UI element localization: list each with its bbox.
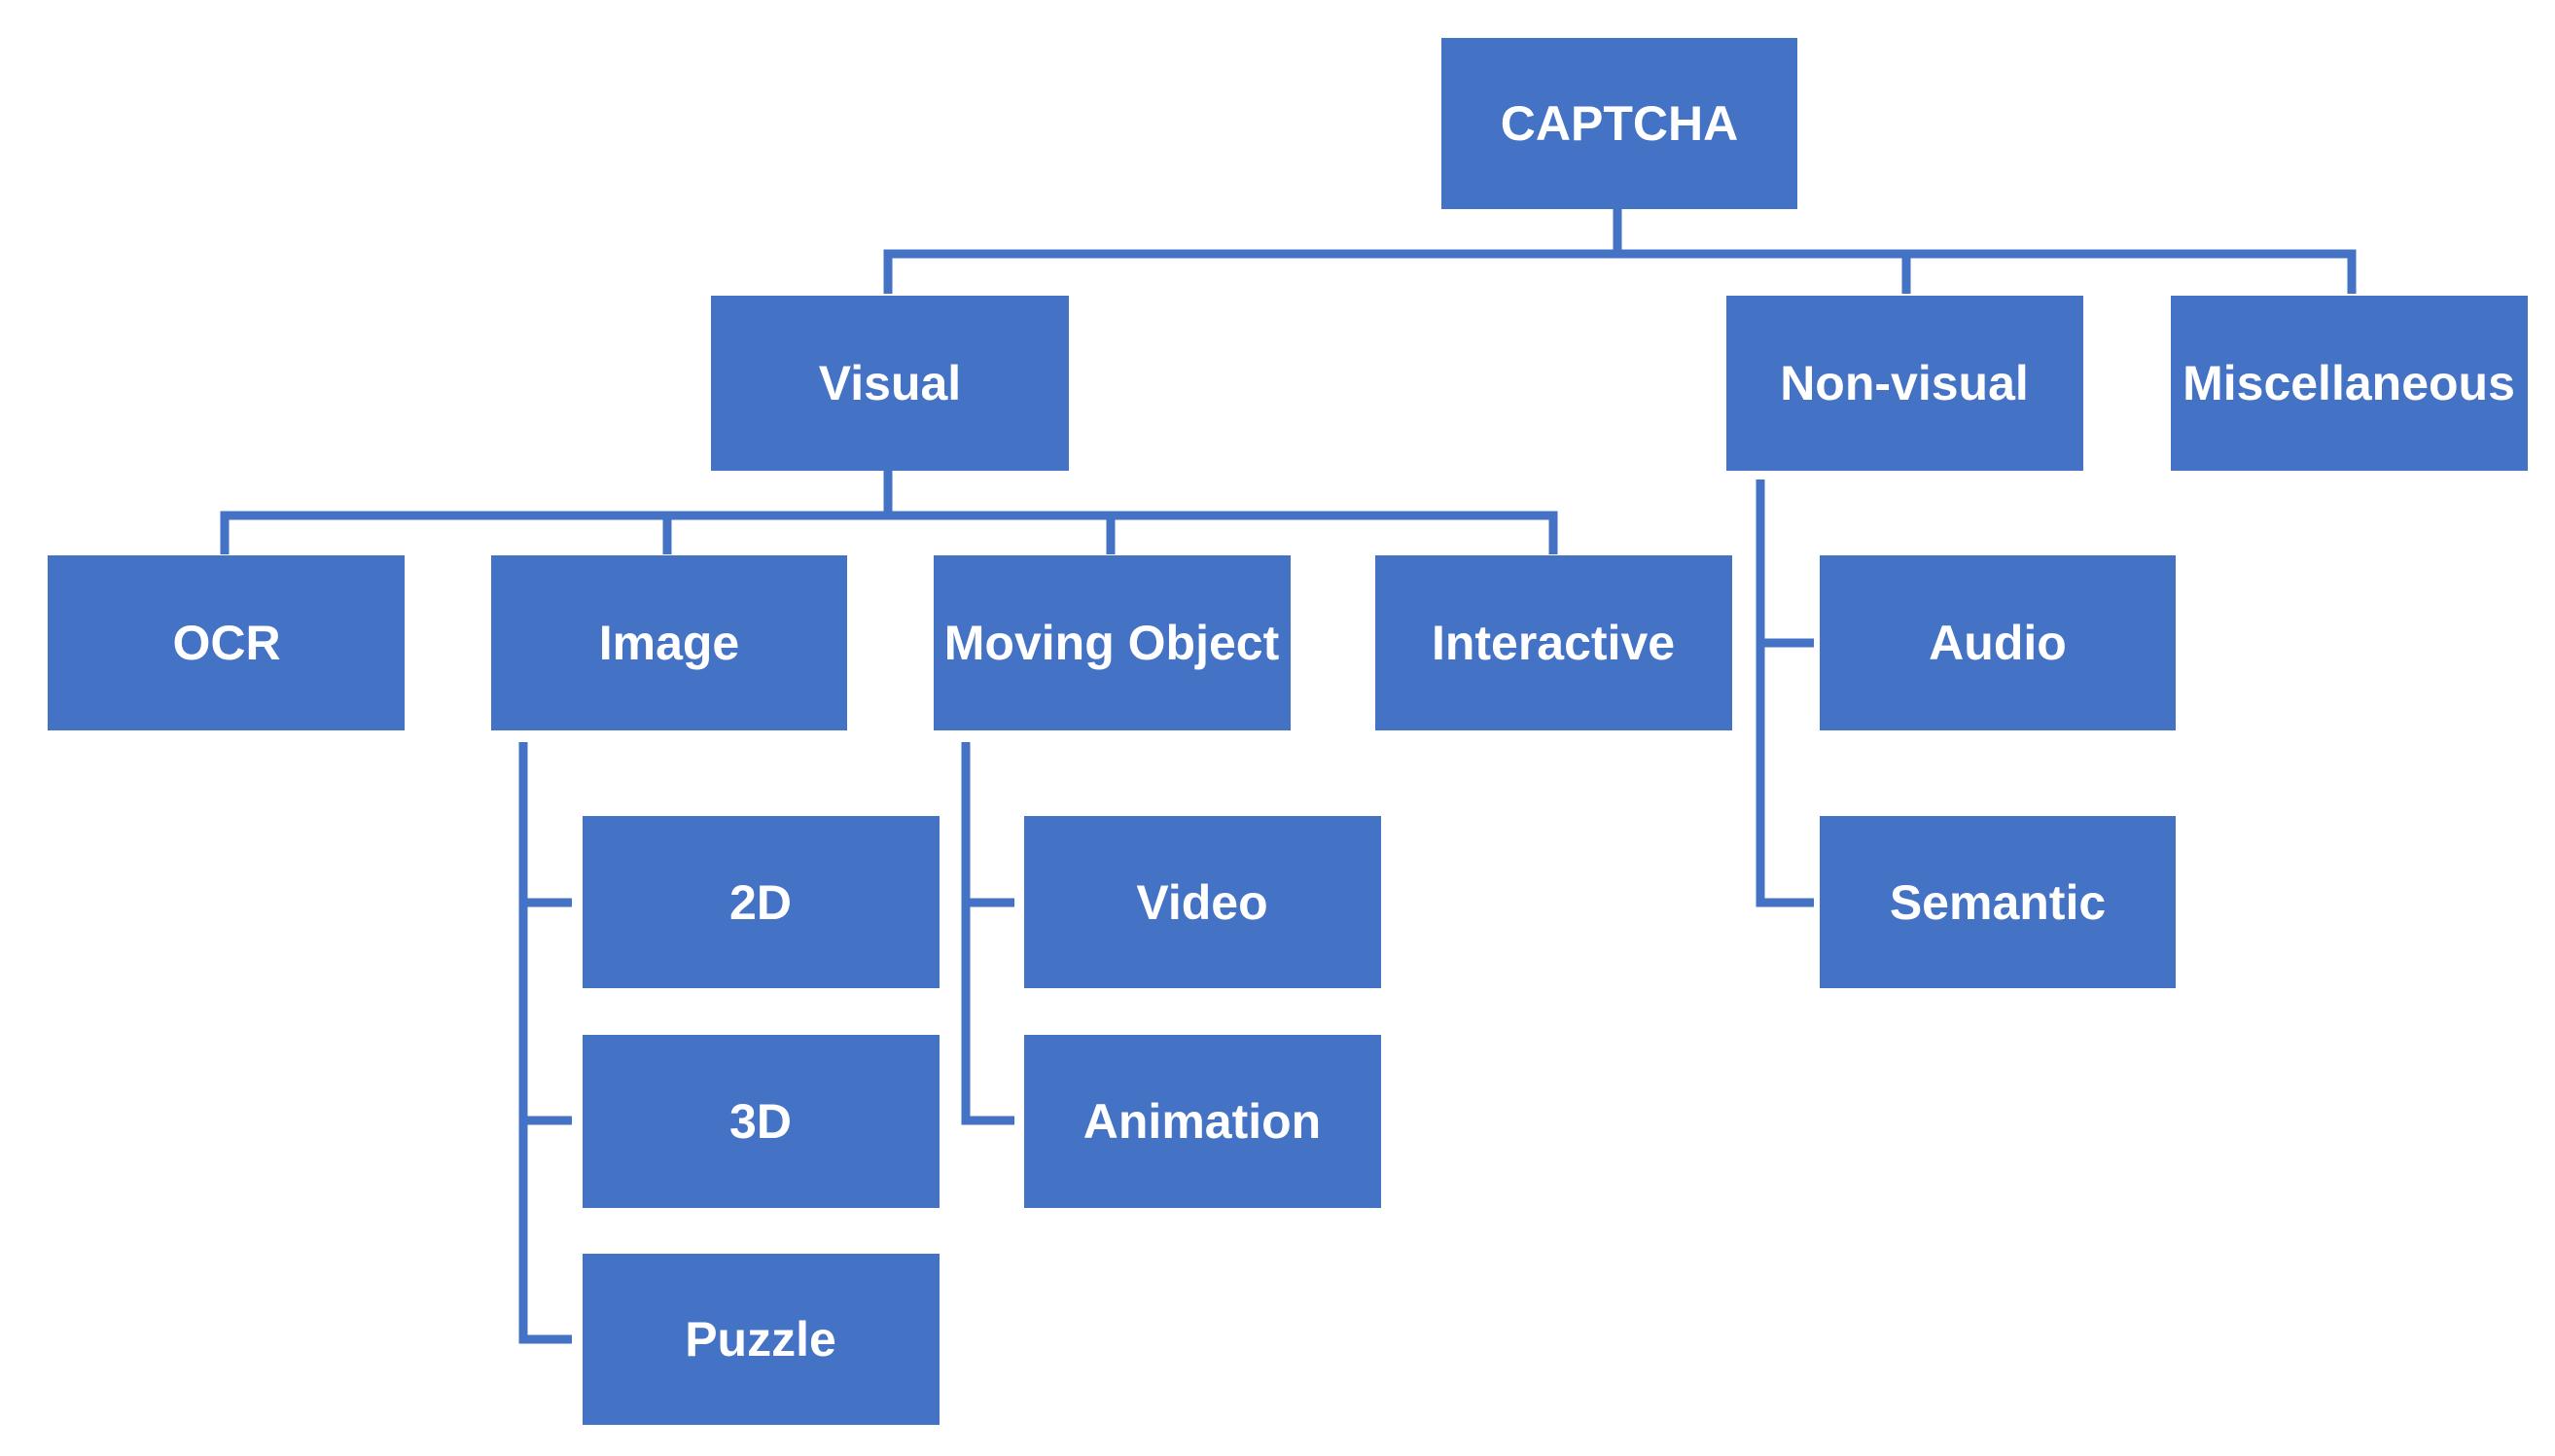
- node-label: Non-visual: [1780, 356, 2029, 410]
- node-box: [1820, 816, 2176, 988]
- node-label: Audio: [1929, 616, 2067, 670]
- node-2d: 2D: [583, 816, 940, 988]
- connector-image-children: [518, 742, 572, 1344]
- node-image: Image: [491, 555, 847, 730]
- node-video: Video: [1024, 816, 1381, 988]
- node-visual: Visual: [711, 296, 1069, 471]
- node-box: [1024, 1035, 1381, 1208]
- node-label: Visual: [819, 356, 961, 410]
- node-box: [583, 1035, 940, 1208]
- node-puzzle: Puzzle: [583, 1254, 940, 1425]
- node-label: 2D: [729, 875, 792, 930]
- node-ocr: OCR: [48, 555, 405, 730]
- node-label: OCR: [172, 616, 280, 670]
- node-animation: Animation: [1024, 1035, 1381, 1208]
- connector-moving-object-children: [961, 742, 1014, 1125]
- node-box: [1024, 816, 1381, 988]
- node-label: Puzzle: [685, 1312, 836, 1367]
- node-box: [711, 296, 1069, 471]
- node-label: 3D: [729, 1094, 792, 1149]
- connector-non-visual-children: [1756, 479, 1814, 907]
- node-box: [1820, 555, 2176, 730]
- node-box: [1441, 38, 1797, 209]
- node-semantic: Semantic: [1820, 816, 2176, 988]
- node-box: [1726, 296, 2083, 471]
- node-interactive: Interactive: [1375, 555, 1732, 730]
- connector-captcha-children: [883, 208, 2357, 294]
- connectors: [220, 208, 2357, 1344]
- node-miscellaneous: Miscellaneous: [2171, 296, 2528, 471]
- node-box: [2171, 296, 2528, 471]
- node-label: Image: [599, 616, 740, 670]
- node-box: [1375, 555, 1732, 730]
- node-label: CAPTCHA: [1501, 96, 1738, 151]
- node-moving-object: Moving Object: [934, 555, 1291, 730]
- node-label: Animation: [1083, 1094, 1321, 1149]
- node-label: Interactive: [1432, 616, 1675, 670]
- node-3d: 3D: [583, 1035, 940, 1208]
- node-label: Moving Object: [944, 616, 1280, 670]
- node-box: [583, 816, 940, 988]
- node-box: [583, 1254, 940, 1425]
- node-non-visual: Non-visual: [1726, 296, 2083, 471]
- node-label: Miscellaneous: [2182, 356, 2515, 410]
- node-audio: Audio: [1820, 555, 2176, 730]
- node-captcha: CAPTCHA: [1441, 38, 1797, 209]
- node-box: [491, 555, 847, 730]
- connector-visual-children: [220, 470, 1558, 554]
- node-label: Semantic: [1890, 875, 2106, 930]
- node-box: [48, 555, 405, 730]
- node-box: [934, 555, 1291, 730]
- node-label: Video: [1136, 875, 1267, 930]
